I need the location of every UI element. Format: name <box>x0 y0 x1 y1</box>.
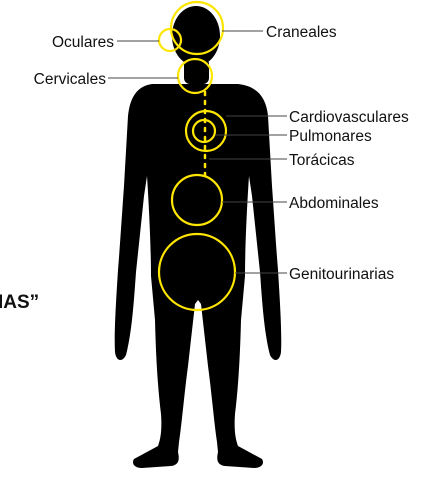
label-oculares: Oculares <box>52 34 114 51</box>
label-cervicales: Cervicales <box>34 71 107 88</box>
label-cardiovasculares: Cardiovasculares <box>289 109 409 126</box>
label-abdominales: Abdominales <box>289 195 379 212</box>
heading-fragment: IAS” <box>0 292 39 313</box>
label-genitourinarias: Genitourinarias <box>289 266 394 283</box>
human-silhouette <box>115 6 282 468</box>
label-craneales: Craneales <box>266 24 337 41</box>
label-toracicas: Torácicas <box>289 152 355 169</box>
label-pulmonares: Pulmonares <box>289 128 372 145</box>
